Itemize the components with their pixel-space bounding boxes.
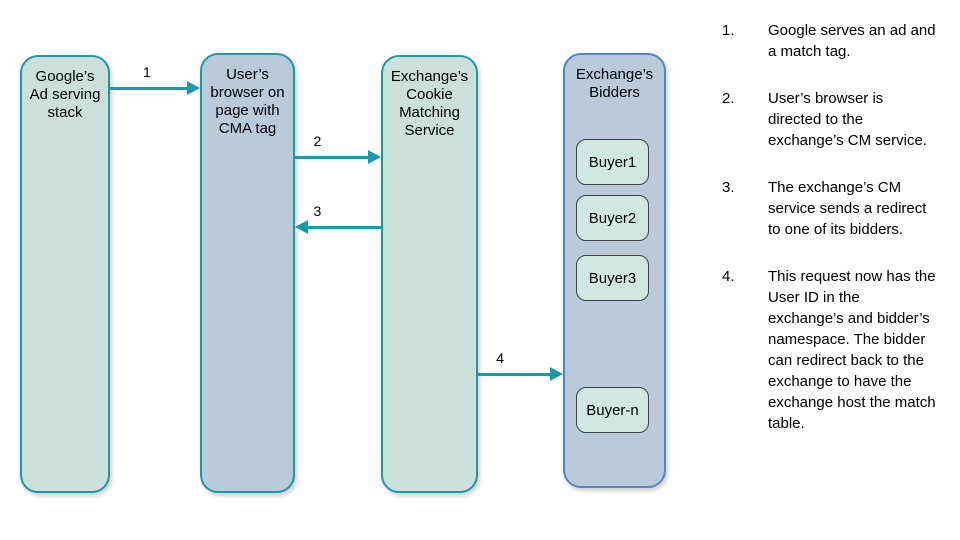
buyer-box-2: Buyer2 (576, 195, 649, 241)
node-google-label: Google’s Ad serving stack (29, 68, 101, 121)
buyer-n-label: Buyer-n (586, 401, 639, 419)
buyer-box-1: Buyer1 (576, 139, 649, 185)
step-4-number: 4. (722, 268, 735, 285)
arrow-left-icon (295, 220, 308, 234)
arrow-3-shaft (307, 225, 381, 229)
node-exchange-bidders: Exchange’s Bidders Buyer1 Buyer2 Buyer3 … (563, 53, 666, 488)
step-4-text: This request now has the User ID in the … (768, 268, 936, 432)
arrow-4-shaft (478, 372, 551, 376)
step-1-number: 1. (722, 22, 735, 39)
arrow-2-shaft (295, 155, 369, 159)
buyer-box-n: Buyer-n (576, 387, 649, 433)
arrow-right-icon (187, 81, 200, 95)
node-bidders-title: Exchange’s Bidders (575, 66, 654, 101)
arrow-4-label: 4 (496, 350, 504, 366)
list-item: 2. User’s browser is directed to the exc… (722, 88, 936, 151)
list-item: 1. Google serves an ad and a match tag. (722, 20, 936, 62)
buyer-1-label: Buyer1 (588, 153, 637, 171)
arrow-3-label: 3 (313, 203, 322, 219)
node-google-ad-stack: Google’s Ad serving stack (20, 55, 110, 493)
node-cookie-matching-service: Exchange’s Cookie Matching Service (381, 55, 478, 493)
step-3-number: 3. (722, 179, 735, 196)
arrow-right-icon (368, 150, 381, 164)
step-3-text: The exchange’s CM service sends a redire… (768, 179, 927, 238)
steps-list: 1. Google serves an ad and a match tag. … (722, 20, 936, 460)
arrow-right-icon (550, 367, 563, 381)
arrow-1-label: 1 (142, 64, 151, 80)
step-1-text: Google serves an ad and a match tag. (768, 22, 936, 60)
buyer-3-label: Buyer3 (588, 269, 637, 287)
step-2-text: User’s browser is directed to the exchan… (768, 90, 927, 149)
step-2-number: 2. (722, 90, 735, 107)
node-browser-label: User’s browser on page with CMA tag (210, 66, 285, 137)
node-cm-label: Exchange’s Cookie Matching Service (390, 68, 469, 139)
buyer-2-label: Buyer2 (588, 209, 637, 227)
arrow-1-shaft (110, 86, 188, 90)
arrow-2-label: 2 (313, 133, 322, 149)
node-user-browser: User’s browser on page with CMA tag (200, 53, 295, 493)
list-item: 3. The exchange’s CM service sends a red… (722, 177, 936, 240)
list-item: 4. This request now has the User ID in t… (722, 266, 936, 434)
buyer-box-3: Buyer3 (576, 255, 649, 301)
